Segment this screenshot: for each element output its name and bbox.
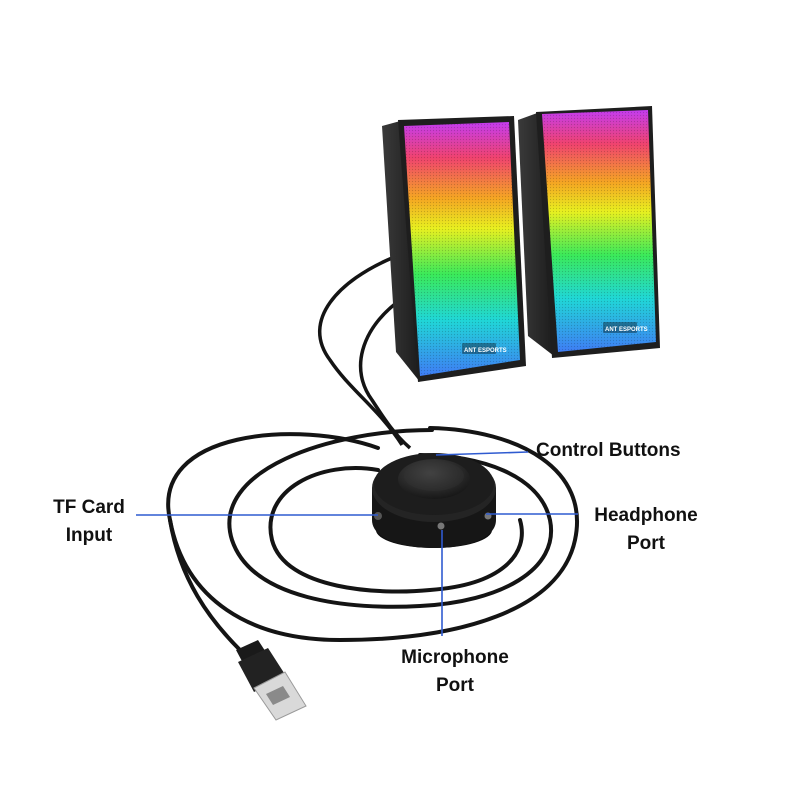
label-headphone-line2: Port <box>627 533 665 554</box>
usb-cable <box>166 426 579 652</box>
label-headphone-line1: Headphone <box>594 505 698 526</box>
label-tf-card-line2: Input <box>65 525 113 546</box>
left-speaker: ANT ESPORTS <box>382 116 526 382</box>
control-pod <box>372 453 496 548</box>
usb-plug <box>236 640 307 721</box>
label-control-buttons-text: Control Buttons <box>536 440 681 461</box>
brand-logo-left: ANT ESPORTS <box>462 343 507 354</box>
brand-logo-right: ANT ESPORTS <box>603 322 648 333</box>
microphone-port-hole <box>437 522 445 530</box>
label-microphone-line2: Port <box>436 675 474 696</box>
leader-lines <box>136 451 578 636</box>
label-control-buttons: Control Buttons <box>536 437 681 465</box>
right-speaker: ANT ESPORTS <box>518 106 660 358</box>
volume-knob <box>398 459 470 499</box>
label-tf-card-input: TF Card Input <box>34 494 144 550</box>
label-microphone-line1: Microphone <box>401 647 509 668</box>
tf-card-slot <box>374 512 382 520</box>
leader-control-buttons <box>435 451 529 456</box>
label-headphone-port: Headphone Port <box>585 502 707 558</box>
label-microphone-port: Microphone Port <box>386 644 524 700</box>
svg-text:ANT ESPORTS: ANT ESPORTS <box>464 348 507 354</box>
label-tf-card-line1: TF Card <box>53 497 125 518</box>
svg-text:ANT ESPORTS: ANT ESPORTS <box>605 327 648 333</box>
speaker-cables <box>317 256 412 450</box>
